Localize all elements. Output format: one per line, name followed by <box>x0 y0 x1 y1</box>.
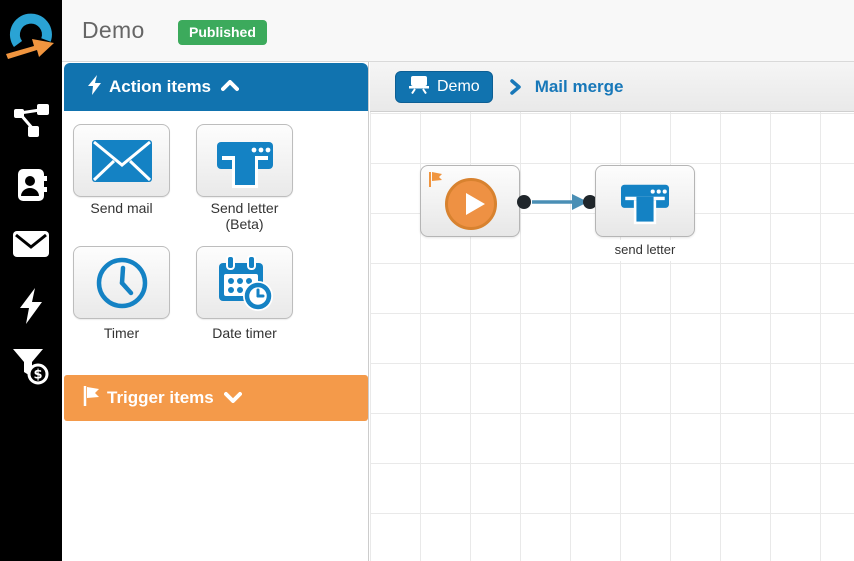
action-item-send-mail[interactable] <box>73 124 170 197</box>
action-item-date-timer[interactable] <box>196 246 293 319</box>
mail-icon[interactable] <box>0 229 62 259</box>
calendar-clock-icon <box>218 254 273 311</box>
printer-icon <box>216 141 273 188</box>
workflow-icon[interactable] <box>0 103 62 139</box>
start-node[interactable] <box>420 165 520 237</box>
item-label-send-letter: Send letter (Beta) <box>210 200 279 232</box>
presentation-icon <box>408 74 430 99</box>
trigger-items-header[interactable]: Trigger items <box>64 375 368 421</box>
action-item-timer[interactable] <box>73 246 170 319</box>
status-badge: Published <box>178 20 267 45</box>
workflow-canvas: Demo Mail merge <box>370 62 854 561</box>
app-logo[interactable] <box>0 4 62 62</box>
item-label-send-mail: Send mail <box>90 200 153 216</box>
sales-funnel-icon[interactable]: $ <box>0 347 62 385</box>
breadcrumb-current[interactable]: Mail merge <box>534 76 624 96</box>
canvas-grid[interactable]: send letter <box>370 112 854 561</box>
play-button[interactable] <box>445 178 497 230</box>
flag-icon <box>82 385 100 412</box>
chevron-up-icon <box>221 77 240 97</box>
action-items-header[interactable]: Action items <box>64 63 368 111</box>
item-label-timer: Timer <box>103 325 140 341</box>
printer-icon <box>621 184 669 225</box>
connection-arrow <box>532 194 588 210</box>
items-panel: Action items Send mail Send letter (Beta… <box>62 62 369 561</box>
envelope-icon <box>91 139 152 182</box>
page-title: Demo <box>82 17 145 43</box>
breadcrumb-root-button[interactable]: Demo <box>395 70 493 103</box>
connector-in-port[interactable] <box>583 195 597 209</box>
app-sidebar: $ <box>0 0 62 561</box>
play-icon <box>466 193 485 215</box>
clock-icon <box>96 257 147 308</box>
top-bar: Demo Published <box>62 0 854 62</box>
send-letter-node[interactable] <box>595 165 695 237</box>
start-flag-icon <box>428 171 443 193</box>
chevron-right-icon <box>509 78 521 95</box>
trigger-items-label: Trigger items <box>107 388 214 407</box>
connector-out-port[interactable] <box>517 195 531 209</box>
action-items-label: Action items <box>109 77 212 96</box>
lightning-icon <box>88 74 102 100</box>
breadcrumb: Demo Mail merge <box>370 62 854 112</box>
chevron-down-icon <box>223 388 242 408</box>
action-item-send-letter[interactable] <box>196 124 293 197</box>
automation-icon[interactable] <box>0 288 62 324</box>
item-label-date-timer: Date timer <box>212 325 277 341</box>
svg-text:$: $ <box>33 368 42 383</box>
breadcrumb-root-label: Demo <box>437 77 480 95</box>
contacts-icon[interactable] <box>0 167 62 203</box>
send-letter-node-label: send letter <box>595 240 695 261</box>
